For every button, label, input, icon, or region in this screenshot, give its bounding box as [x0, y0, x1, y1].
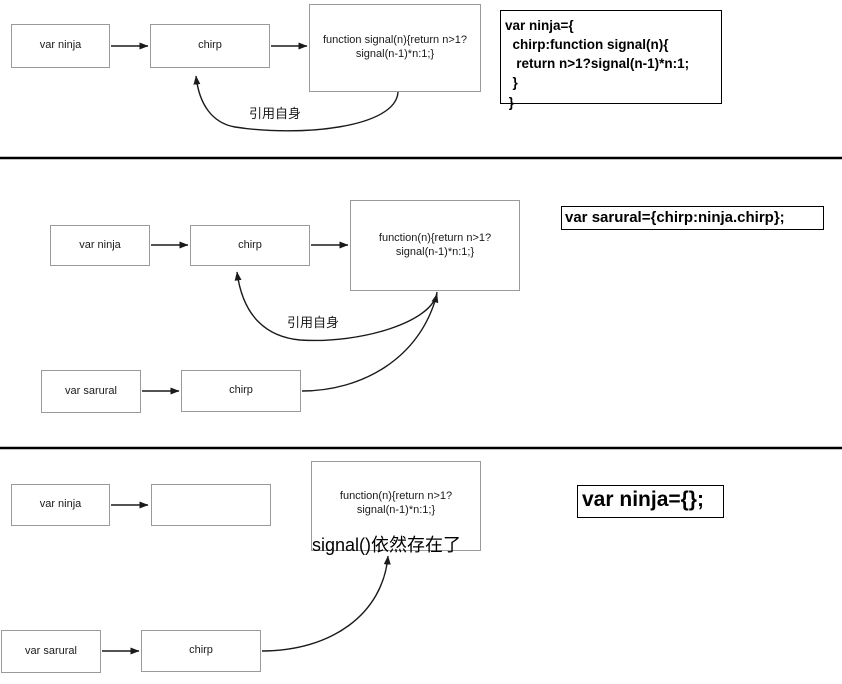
curve-label-self-reference-top: 引用自身 — [249, 106, 302, 121]
node-function-top[interactable]: function signal(n){return n>1? signal(n-… — [309, 4, 481, 92]
node-chirp-sarural-middle[interactable]: chirp — [181, 370, 301, 412]
node-chirp-bottom[interactable]: chirp — [141, 630, 261, 672]
code-inline-sarural-definition: var sarural={chirp:ninja.chirp}; — [561, 206, 824, 230]
node-function-middle[interactable]: function(n){return n>1? signal(n-1)*n:1;… — [350, 200, 520, 291]
node-var-sarural-bottom[interactable]: var sarural — [1, 630, 101, 673]
node-var-sarural-middle[interactable]: var sarural — [41, 370, 141, 413]
code-inline-ninja-empty: var ninja={}; — [577, 485, 724, 518]
node-var-ninja-middle[interactable]: var ninja — [50, 225, 150, 266]
node-chirp-middle[interactable]: chirp — [190, 225, 310, 266]
node-function-bottom[interactable]: function(n){return n>1? signal(n-1)*n:1;… — [311, 461, 481, 551]
node-chirp-top[interactable]: chirp — [150, 24, 270, 68]
curve-top-self-reference — [193, 75, 399, 132]
code-block-ninja-definition: var ninja={ chirp:function signal(n){ re… — [500, 10, 722, 110]
curve-mid-self-reference — [234, 271, 438, 342]
overlay-label-signal-still-exists: signal()依然存在了 — [312, 535, 462, 555]
curve-mid-sarural-chirp-to-function — [301, 293, 439, 392]
node-var-ninja-bottom[interactable]: var ninja — [11, 484, 110, 526]
curve-bot-chirp-to-function — [261, 555, 391, 652]
node-var-ninja-top[interactable]: var ninja — [11, 24, 110, 68]
node-empty-bottom[interactable] — [151, 484, 271, 526]
curve-label-self-reference-middle: 引用自身 — [287, 315, 340, 330]
